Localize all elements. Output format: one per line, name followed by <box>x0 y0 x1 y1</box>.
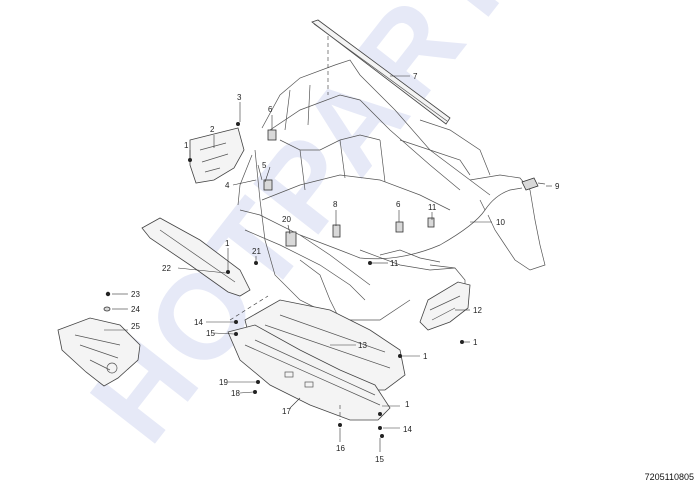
hood-seal-strip <box>311 19 451 125</box>
drawing-number: 7205110805 <box>644 472 694 482</box>
callout-label: 21 <box>252 247 261 256</box>
upper-trim-part-22 <box>141 217 251 297</box>
engine-cover-part-25 <box>57 317 141 387</box>
alignment-line-shield <box>229 295 269 321</box>
leader-lines <box>104 75 552 452</box>
callout-label: 6 <box>396 200 401 209</box>
lower-shield-part-17 <box>227 324 391 421</box>
callout-label: 15 <box>375 455 384 464</box>
callout-label: 17 <box>282 407 291 416</box>
callout-label: 4 <box>225 181 230 190</box>
callout-label: 14 <box>194 318 203 327</box>
wiring-harness <box>299 187 523 260</box>
callout-label: 13 <box>358 341 367 350</box>
callout-label: 1 <box>225 239 230 248</box>
callout-label: 1 <box>423 352 428 361</box>
callout-label: 1 <box>405 400 410 409</box>
bracket-part-12 <box>419 281 471 331</box>
engine-bay-frame <box>237 59 491 321</box>
callout-label: 10 <box>496 218 505 227</box>
sensor-part-9 <box>521 177 546 191</box>
callout-label: 11 <box>428 203 437 212</box>
callout-label: 20 <box>282 215 291 224</box>
callout-label: 19 <box>219 378 228 387</box>
callout-label: 5 <box>262 161 267 170</box>
callout-label: 8 <box>333 200 338 209</box>
callout-label: 14 <box>403 425 412 434</box>
callout-label: 9 <box>555 182 560 191</box>
callout-label: 1 <box>473 338 478 347</box>
callout-label: 22 <box>162 264 171 273</box>
callout-label: 18 <box>231 389 240 398</box>
callout-label: 6 <box>268 105 273 114</box>
callout-label: 25 <box>131 322 140 331</box>
fastener-part-23 <box>105 291 111 297</box>
callout-label: 24 <box>131 305 140 314</box>
callout-label: 12 <box>473 306 482 315</box>
callout-label: 3 <box>237 93 242 102</box>
callout-label: 16 <box>336 444 345 453</box>
fastener-part-24 <box>103 306 111 312</box>
bracket-part-2 <box>189 127 245 184</box>
clips <box>188 122 464 438</box>
callout-label: 2 <box>210 125 215 134</box>
callout-label: 23 <box>131 290 140 299</box>
callout-label: 11 <box>390 259 399 268</box>
right-fender <box>429 174 546 292</box>
callout-label: 7 <box>413 72 418 81</box>
under-shield-part-13 <box>244 299 406 391</box>
callout-label: 1 <box>184 141 189 150</box>
callout-label: 15 <box>206 329 215 338</box>
